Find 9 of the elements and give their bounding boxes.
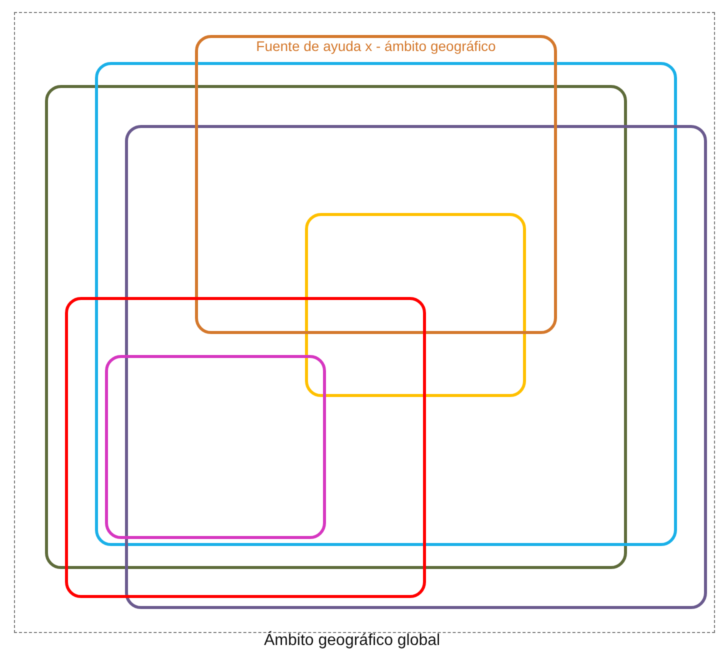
region-label: Ámbito geográfico global [264,633,440,649]
region-outline [45,85,627,569]
region-outline [95,62,677,546]
region-outline [65,297,426,598]
region-outline [305,213,526,397]
region-outline [105,355,326,539]
region-label: Fuente de ayuda x - ámbito geográfico [256,38,496,54]
region-outline [195,35,557,334]
region-outline [125,125,707,609]
